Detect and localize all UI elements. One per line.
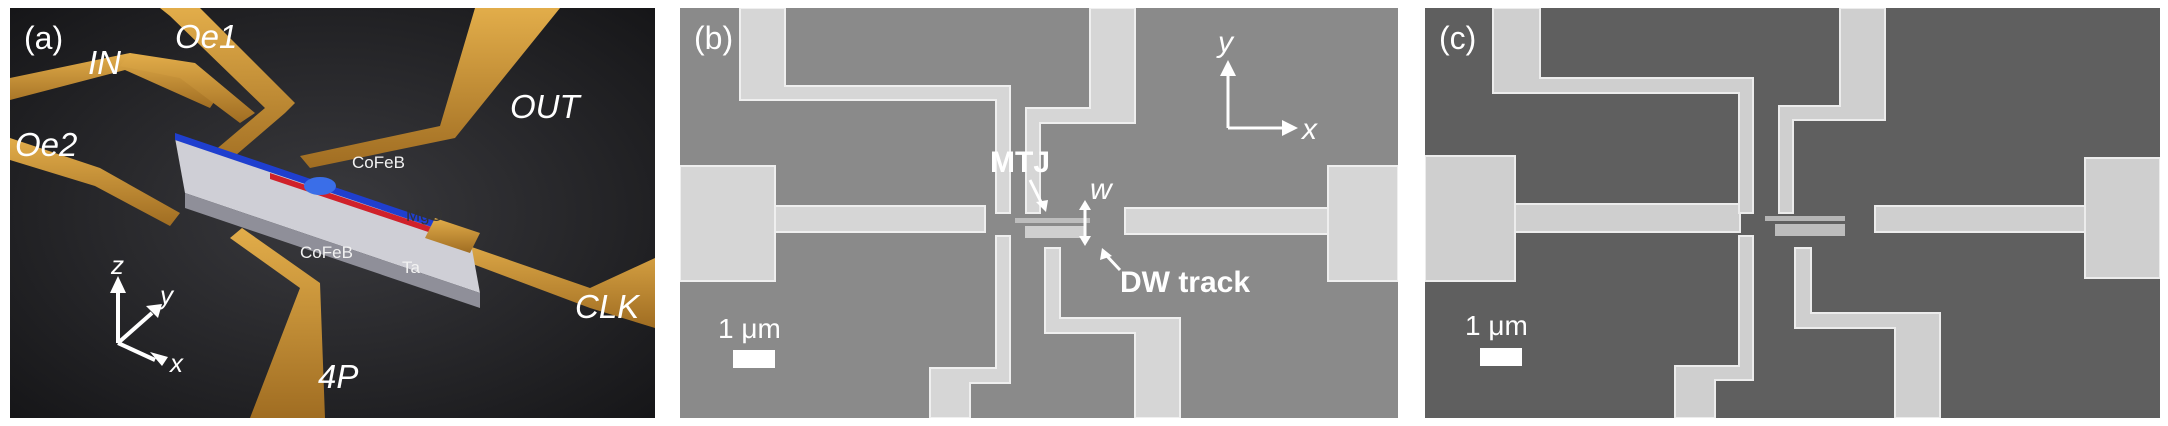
axis-y-label-b: y [1218, 26, 1233, 59]
dw-track-label: DW track [1120, 266, 1251, 299]
panel-b-label: (b) [694, 20, 734, 56]
lead-clk-label: CLK [575, 288, 640, 325]
sem-image-b [680, 8, 1398, 418]
lead-in-label: IN [88, 44, 121, 81]
sem-image-panel-b: (b) MTJ w DW track y x 1 μm [680, 8, 1398, 418]
axis-z-label-a: z [111, 250, 124, 280]
sem-image-panel-c: (c) 1 μm [1425, 8, 2160, 418]
sem-image-c [1425, 8, 2160, 418]
lead-out-label: OUT [510, 88, 580, 125]
axis-x-label-b: x [1302, 113, 1317, 146]
mtj-label: MTJ [990, 146, 1050, 179]
lead-4p-label: 4P [318, 358, 359, 395]
cofeb-top-label: CoFeB [352, 153, 405, 172]
panel-a-label: (a) [24, 20, 64, 56]
lead-oe1-label: Oe1 [175, 18, 238, 55]
axis-x-label-a: x [170, 348, 183, 378]
lead-oe2-label: Oe2 [15, 126, 78, 163]
device-schematic-illustration [10, 8, 655, 418]
device-schematic-panel: (a) IN Oe1 Oe2 OUT CLK 4P CoFeB MgO CoFe… [10, 8, 655, 418]
scale-bar-label-b: 1 μm [718, 313, 781, 344]
scale-bar-label-c: 1 μm [1465, 310, 1528, 341]
panel-c-label: (c) [1439, 20, 1477, 56]
cofeb-bottom-label: CoFeB [300, 243, 353, 262]
axis-y-label-a: y [160, 280, 173, 310]
mgo-label: MgO [406, 206, 443, 225]
ta-label: Ta [402, 258, 420, 277]
width-w-label: w [1090, 173, 1112, 206]
